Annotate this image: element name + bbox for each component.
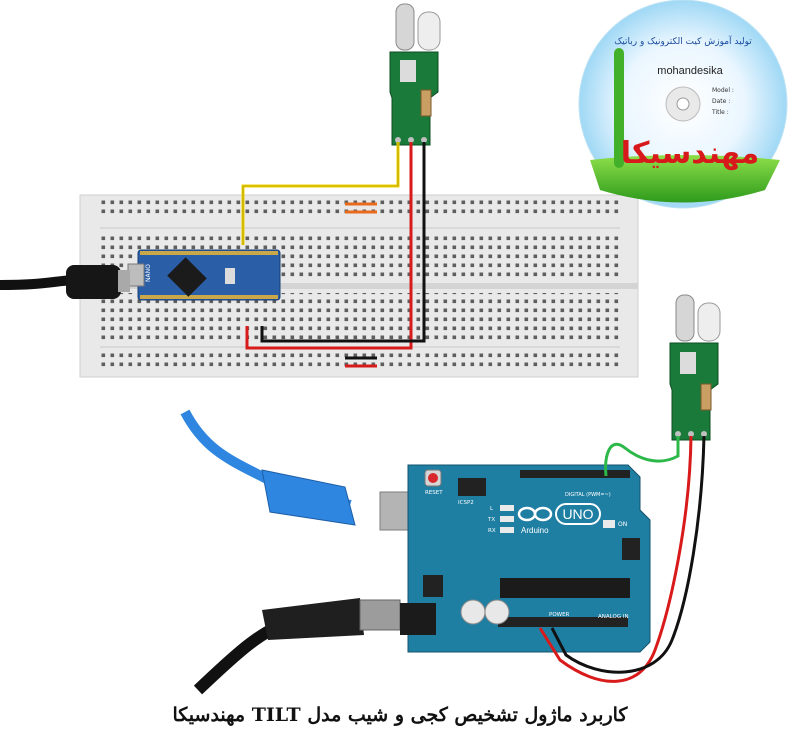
tilt-sensor-top [389,3,441,146]
uno-logo-text: UNO [562,506,593,522]
uno-l-label: L [490,506,494,512]
usb-b-cable [180,409,439,531]
breadboard [79,194,639,378]
uno-brand: Arduino [521,526,549,535]
uno-digital-label: DIGITAL (PWM=~) [565,492,611,498]
tilt-sensor-right [669,294,721,441]
arduino-infinity-logo [517,506,553,522]
nano-wiring [241,142,426,368]
uno-power-label: POWER [549,612,570,618]
uno-analog-label: ANALOG IN [598,614,629,620]
uno-rx-label: RX [488,528,496,534]
uno-wiring [538,435,706,683]
nano-label: NANO [145,264,152,282]
cd-logo: تولید آموزش کیت الکترونیک و رباتیک mohan… [578,0,788,209]
uno-tx-label: TX [487,517,495,523]
cd-brand-latin: mohandesika [657,65,723,77]
uno-icsp2-label: ICSP2 [458,500,474,506]
usb-mini-cable [0,265,130,299]
cd-field-date: Date : [712,98,730,105]
cd-field-title: Title : [711,109,729,116]
uno-reset-label: RESET [425,490,443,496]
power-barrel-cable [193,598,436,695]
uno-on-label: ON [618,521,627,528]
arduino-uno: RESET ICSP2 DIGITAL (PWM=~) POWER ANALOG… [407,464,651,653]
cd-field-model: Model : [712,87,734,94]
figure-caption: کاربرد ماژول تشخیص کجی و شیب مدل TILT مه… [172,704,628,726]
cd-brand-persian: مهندسیکا [621,136,759,171]
arduino-nano: NANO [127,249,281,301]
cd-arc-text: تولید آموزش کیت الکترونیک و رباتیک [614,35,752,47]
